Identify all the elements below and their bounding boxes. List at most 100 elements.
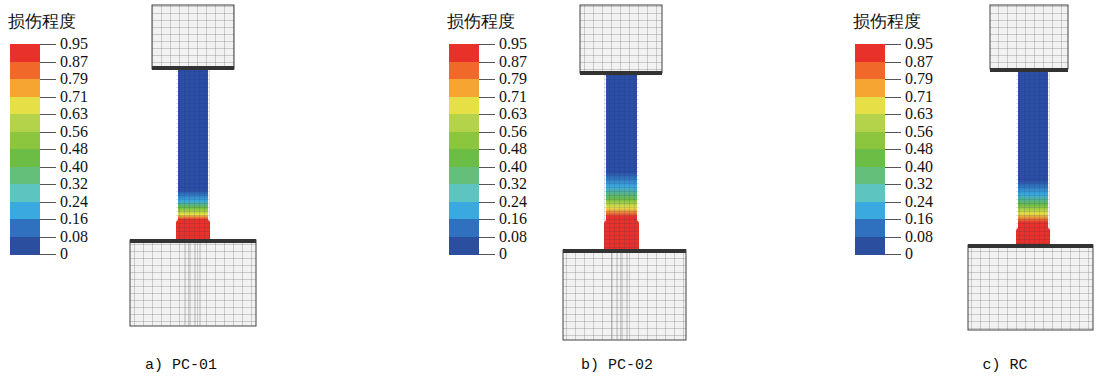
legend-swatch [10,149,40,167]
legend-swatch [10,219,40,237]
legend-value: 0.95 [905,35,933,53]
tick-mark [479,132,495,133]
legend-value: 0.71 [905,88,933,106]
legend-value: 0.79 [60,70,88,88]
legend-value: 0.08 [60,228,88,246]
tick-mark [885,149,901,150]
legend-swatch [449,79,479,97]
legend-swatch [10,62,40,80]
legend-swatch [855,97,885,115]
tick-mark [885,79,901,80]
tick-mark [479,97,495,98]
legend-value: 0.16 [499,210,527,228]
legend-value: 0.16 [905,210,933,228]
tick-mark [479,202,495,203]
legend-swatch [855,167,885,185]
tick-mark [479,167,495,168]
tick-mark [885,219,901,220]
legend-swatch [10,132,40,150]
legend-value: 0.63 [905,105,933,123]
legend-swatch [449,132,479,150]
legend-value: 0.40 [60,158,88,176]
tick-mark [40,149,56,150]
tick-mark [479,237,495,238]
legend-value: 0 [499,245,507,263]
tick-mark [885,44,901,45]
tick-mark [479,184,495,185]
legend-swatch [449,219,479,237]
tick-mark [40,114,56,115]
legend-swatch [10,44,40,62]
tick-mark [40,202,56,203]
tick-mark [479,44,495,45]
legend-swatch [449,44,479,62]
tick-mark [885,132,901,133]
tick-mark [885,237,901,238]
tick-mark [885,202,901,203]
tick-mark [885,167,901,168]
tick-mark [479,62,495,63]
legend-swatch [10,202,40,220]
legend-value: 0.24 [60,193,88,211]
tick-mark [479,149,495,150]
legend-swatch [10,114,40,132]
legend-swatch [10,97,40,115]
tick-mark [40,254,56,255]
legend-swatch [855,202,885,220]
tick-mark [40,219,56,220]
tick-mark [479,79,495,80]
legend-value: 0 [905,245,913,263]
column-model-a [130,5,256,326]
legend-value: 0.24 [905,193,933,211]
tick-mark [40,62,56,63]
legend-value: 0.63 [499,105,527,123]
legend-value: 0.79 [499,70,527,88]
legend-value: 0.87 [905,53,933,71]
column-model-b [563,5,686,340]
legend-value: 0.32 [905,175,933,193]
legend-title: 损伤程度 [853,10,921,32]
legend-swatch [855,62,885,80]
legend-value: 0.71 [60,88,88,106]
legend-swatch [449,97,479,115]
legend-value: 0.40 [905,158,933,176]
legend-swatch [855,114,885,132]
tick-mark [885,97,901,98]
legend-value: 0.56 [499,123,527,141]
legend-swatch [449,237,479,255]
tick-mark [40,79,56,80]
legend-swatch [10,237,40,255]
legend-swatch [10,184,40,202]
legend-swatch [855,149,885,167]
tick-mark [479,219,495,220]
legend-value: 0.71 [499,88,527,106]
legend-swatch [855,132,885,150]
tick-mark [40,97,56,98]
legend-swatch [10,167,40,185]
tick-mark [885,254,901,255]
legend-value: 0.63 [60,105,88,123]
legend-swatch [855,44,885,62]
legend-value: 0 [60,245,68,263]
legend-swatch [855,237,885,255]
legend-value: 0.24 [499,193,527,211]
legend-swatch [449,62,479,80]
tick-mark [479,114,495,115]
legend-swatch [855,219,885,237]
tick-mark [40,184,56,185]
tick-mark [40,44,56,45]
legend-swatch [855,79,885,97]
legend-value: 0.48 [60,140,88,158]
legend-value: 0.16 [60,210,88,228]
legend-value: 0.40 [499,158,527,176]
legend-title: 损伤程度 [8,10,76,32]
subfigure-caption: a) PC-01 [101,356,261,376]
column-model-c [968,5,1093,330]
subfigure-caption: b) PC-02 [537,356,697,376]
legend-value: 0.08 [905,228,933,246]
legend-value: 0.48 [499,140,527,158]
legend-swatch [449,184,479,202]
tick-mark [885,62,901,63]
tick-mark [40,167,56,168]
legend-swatch [449,114,479,132]
